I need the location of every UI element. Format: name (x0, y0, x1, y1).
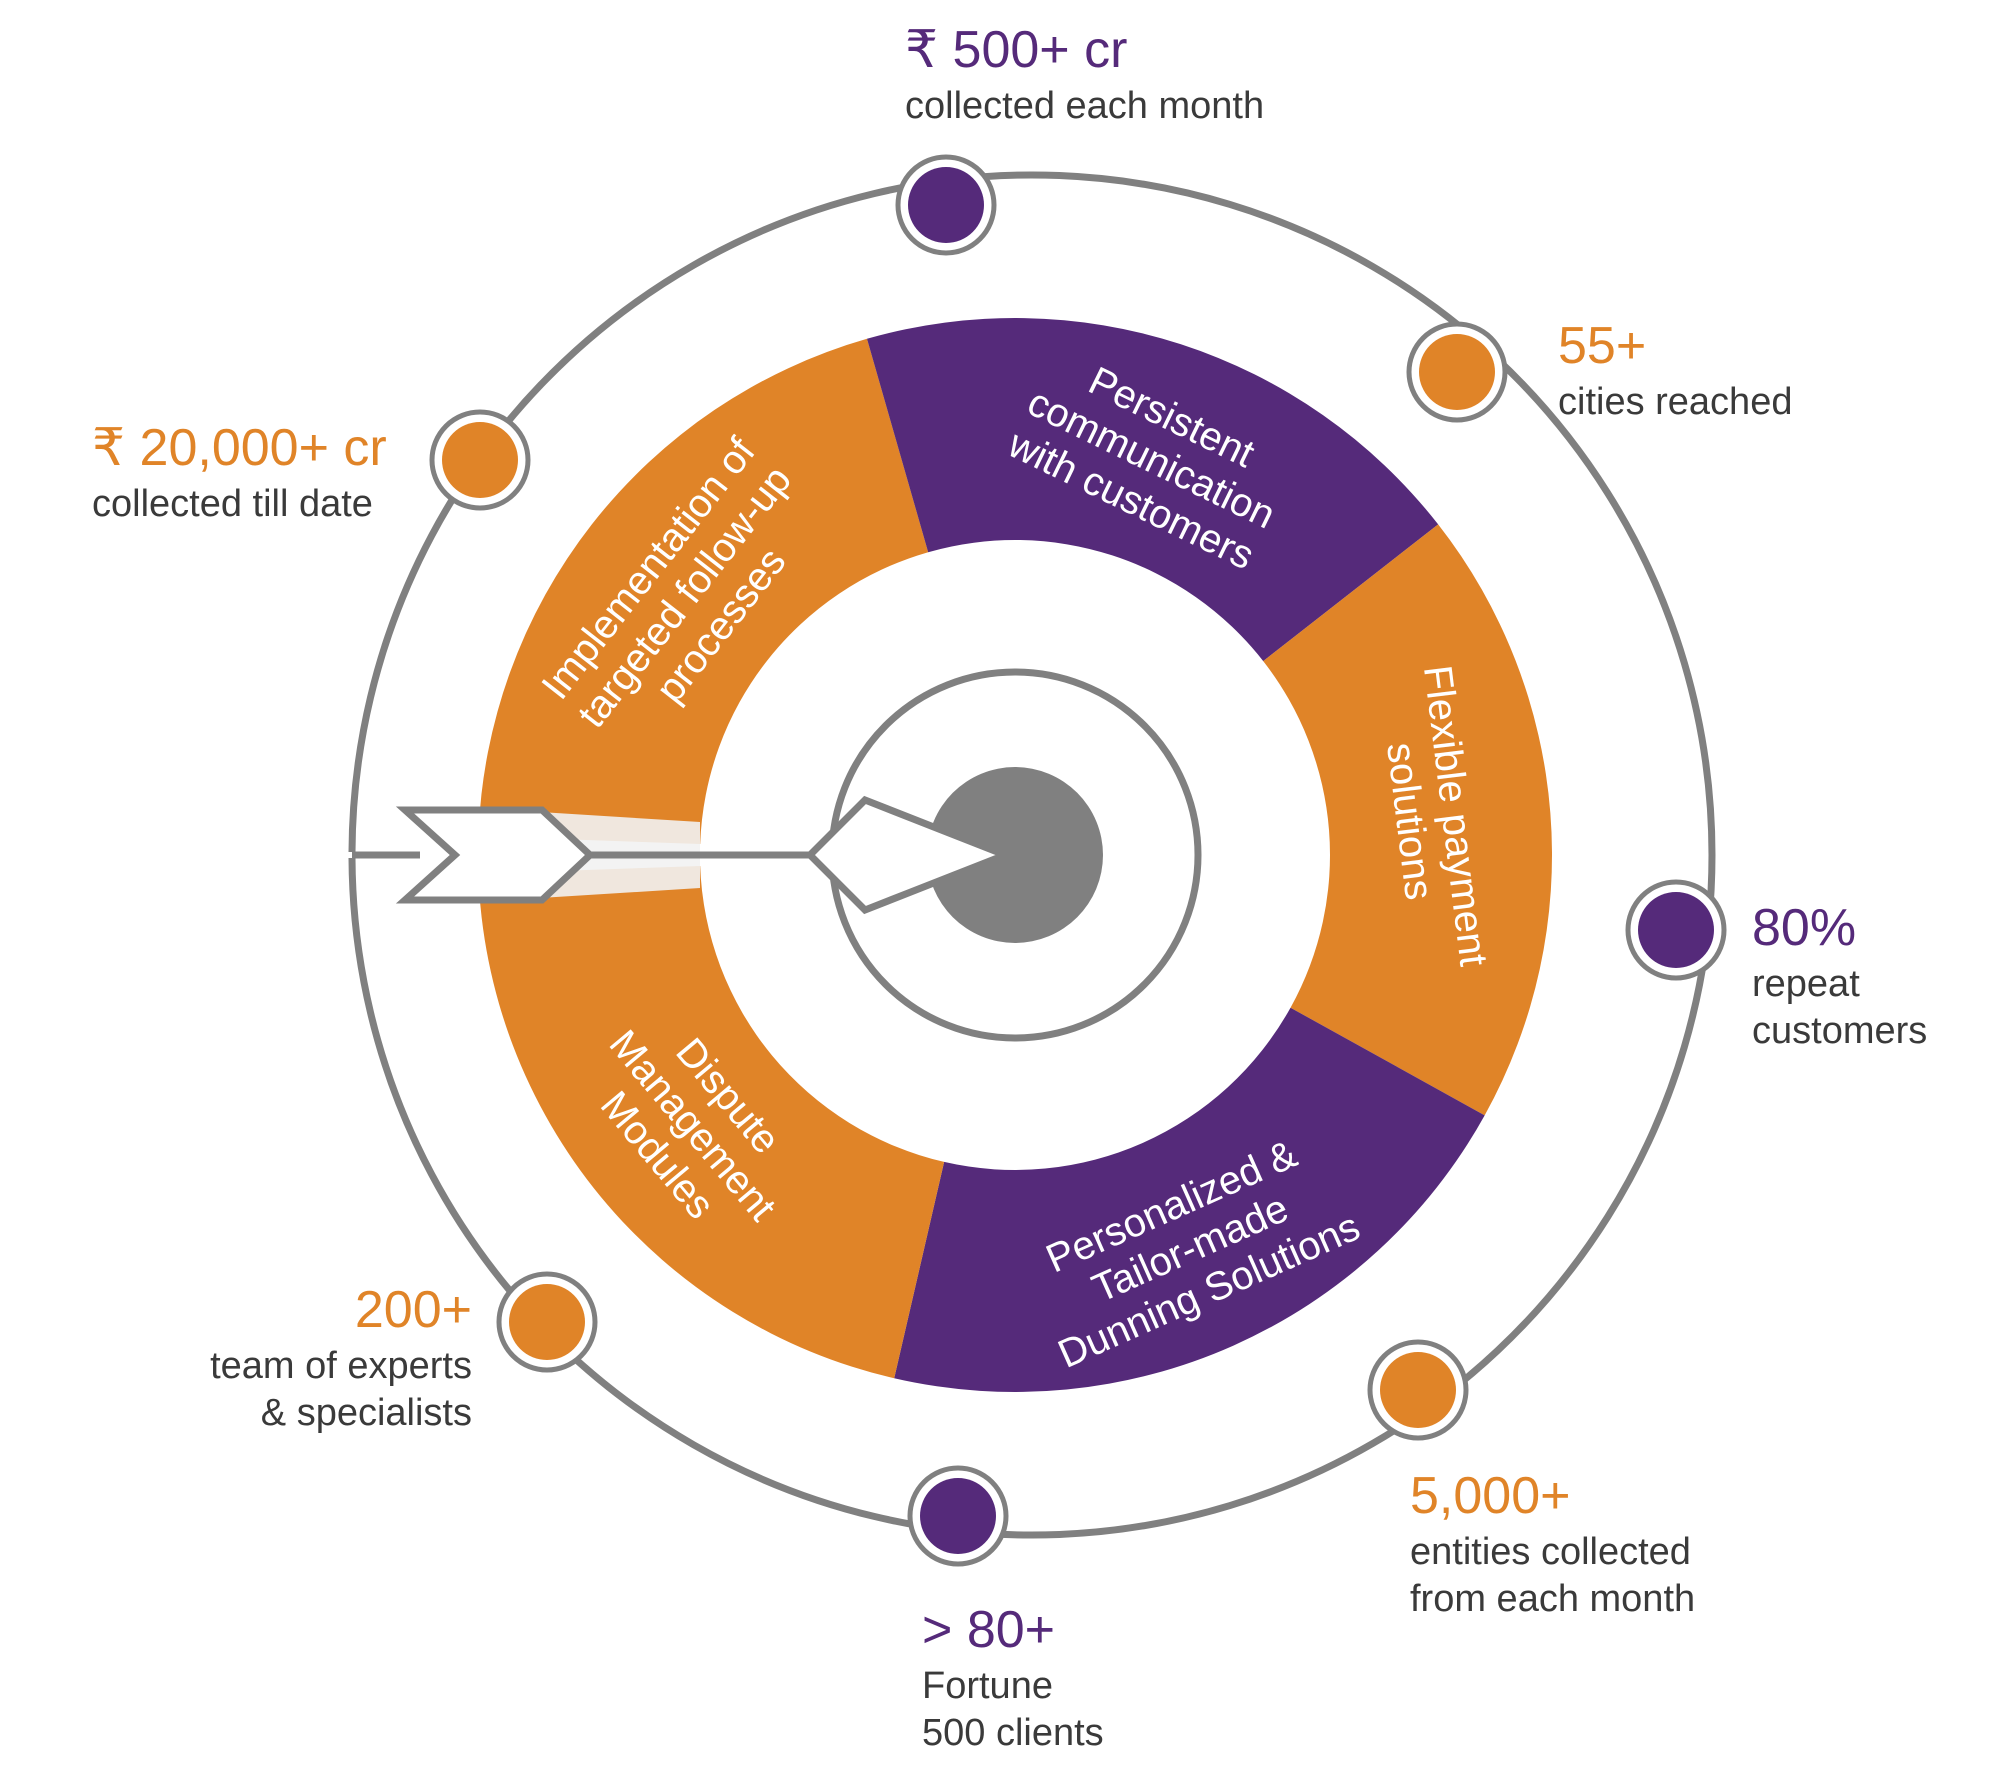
stat-description: collected till date (92, 483, 373, 526)
bullseye (927, 767, 1103, 943)
orbit-marker-dot (442, 422, 518, 498)
arrow-fletching (395, 806, 596, 904)
stat-value: ₹ 500+ cr (905, 21, 1128, 79)
stat-value: 55+ (1558, 317, 1647, 375)
donut-segment (478, 865, 945, 1379)
stat-value: > 80+ (922, 1601, 1056, 1659)
arrow-head (805, 795, 1015, 915)
stat-cities: 55+ cities reached (1558, 317, 1793, 426)
stat-repeat-customers: 80% repeat customers (1752, 899, 1928, 1054)
stat-description: repeat customers (1752, 963, 1928, 1052)
stat-value: 200+ (354, 1281, 472, 1339)
stat-description: cities reached (1558, 381, 1793, 424)
orbit-marker-dot (1380, 1352, 1456, 1428)
stat-description: team of experts & specialists (210, 1345, 472, 1434)
orbit-markers (429, 154, 1727, 1567)
stat-description: entities collected from each month (1410, 1531, 1696, 1620)
stat-description: Fortune 500 clients (922, 1665, 1104, 1754)
stat-value: 5,000+ (1410, 1467, 1571, 1525)
stat-entities: 5,000+ entities collected from each mont… (1410, 1467, 1696, 1622)
stat-monthly-collection: ₹ 500+ cr collected each month (905, 21, 1265, 130)
stat-description: collected each month (905, 85, 1265, 128)
stat-value: 80% (1752, 899, 1857, 957)
donut-segments (478, 318, 1552, 1392)
orbit-marker-dot (509, 1284, 585, 1360)
stat-value: ₹ 20,000+ cr (92, 419, 387, 477)
outer-orbit-ring (348, 171, 1716, 1539)
orbit-marker-dot (1638, 892, 1714, 968)
orbit-marker-dot (920, 1478, 996, 1554)
donut-segment (1263, 524, 1552, 1116)
donut-segment (866, 318, 1439, 662)
stat-fortune-clients: > 80+ Fortune 500 clients (922, 1601, 1104, 1756)
stat-experts: 200+ team of experts & specialists (210, 1281, 472, 1436)
orbit-marker-dot (908, 167, 984, 243)
donut-segment (894, 1007, 1485, 1392)
orbit-marker-dot (1419, 334, 1495, 410)
donut-segment (478, 338, 929, 845)
arrow (395, 795, 1015, 915)
stat-total-collection: ₹ 20,000+ cr collected till date (92, 419, 387, 528)
